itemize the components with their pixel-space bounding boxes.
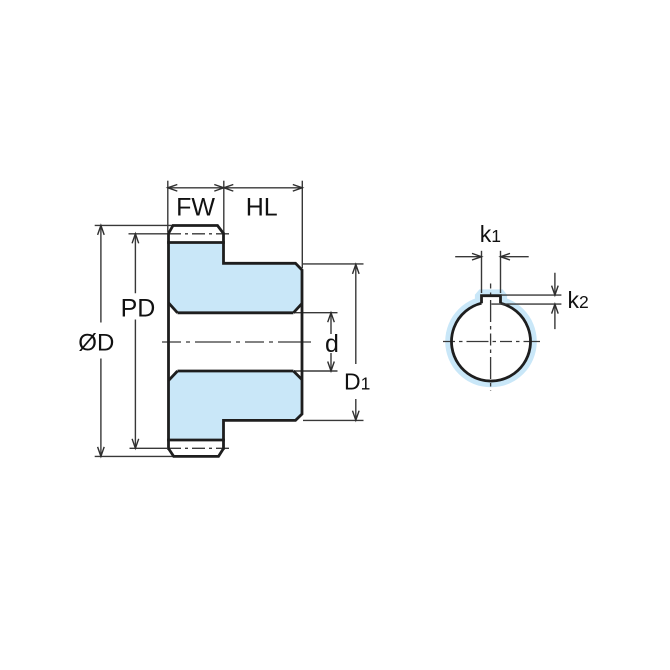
svg-text:FW: FW bbox=[176, 194, 215, 222]
svg-text:d: d bbox=[325, 330, 339, 358]
svg-text:k2: k2 bbox=[568, 287, 589, 313]
svg-text:HL: HL bbox=[246, 194, 278, 222]
svg-text:PD: PD bbox=[121, 295, 156, 323]
svg-text:ØD: ØD bbox=[78, 330, 114, 357]
svg-text:D1: D1 bbox=[344, 369, 370, 395]
svg-text:k1: k1 bbox=[480, 221, 501, 247]
